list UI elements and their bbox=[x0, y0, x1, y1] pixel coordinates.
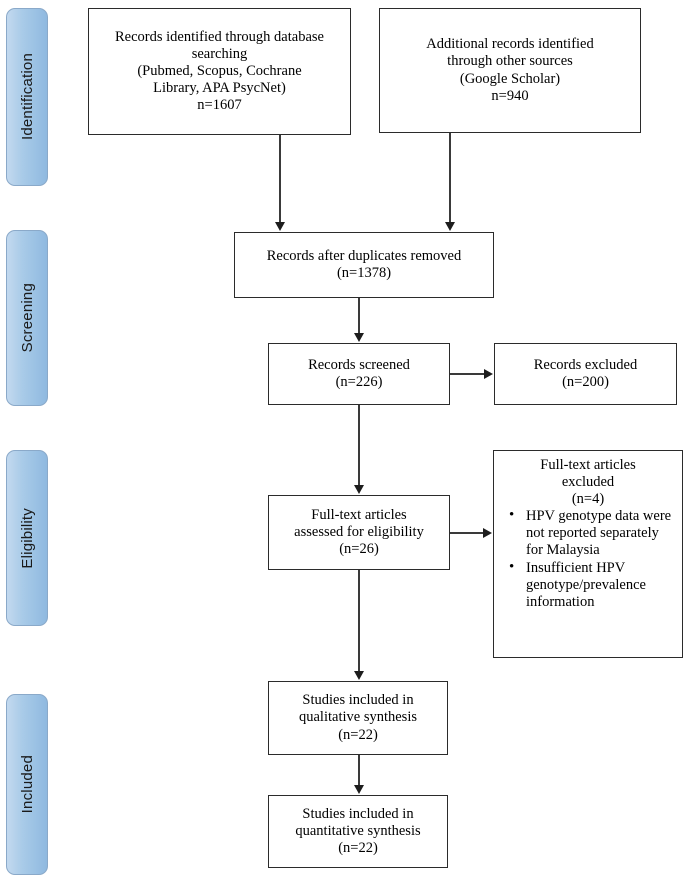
box-quantitative-synthesis: Studies included in quantitative synthes… bbox=[268, 795, 448, 868]
connector-duplicates-to-screened bbox=[358, 298, 360, 334]
box-quantitative-synthesis-text: Studies included in quantitative synthes… bbox=[295, 805, 421, 857]
box-fulltext-excluded: Full-text articles excluded (n=4) HPV ge… bbox=[493, 450, 683, 658]
box-records-after-duplicates-removed-text: Records after duplicates removed (n=1378… bbox=[266, 247, 462, 281]
arrowhead-duplicates-to-screened bbox=[354, 333, 364, 342]
box-additional-records-other-sources-text: Additional records identified through ot… bbox=[426, 36, 594, 104]
box-records-excluded-text: Records excluded (n=200) bbox=[533, 356, 638, 390]
arrowhead-fulltext-to-qualitative bbox=[354, 671, 364, 680]
box-records-screened-text: Records screened (n=226) bbox=[308, 356, 410, 390]
box-fulltext-assessed-eligibility-text: Full-text articles assessed for eligibil… bbox=[294, 506, 424, 558]
box-qualitative-synthesis: Studies included in qualitative synthesi… bbox=[268, 681, 448, 755]
arrowhead-database-to-duplicates bbox=[275, 222, 285, 231]
box-records-identified-database-text: Records identified through database sear… bbox=[115, 28, 324, 114]
connector-screened-to-fulltext bbox=[358, 405, 360, 486]
box-additional-records-other-sources: Additional records identified through ot… bbox=[379, 8, 641, 133]
stage-label-identification: Identification bbox=[18, 53, 36, 141]
box-qualitative-synthesis-text: Studies included in qualitative synthesi… bbox=[299, 692, 417, 743]
connector-other-sources-to-duplicates bbox=[449, 133, 451, 223]
box-records-excluded: Records excluded (n=200) bbox=[494, 343, 677, 405]
arrowhead-qualitative-to-quantitative bbox=[354, 785, 364, 794]
stage-label-included: Included bbox=[18, 755, 36, 814]
box-fulltext-excluded-heading: Full-text articles excluded (n=4) bbox=[540, 457, 636, 507]
arrowhead-screened-to-excluded bbox=[484, 369, 493, 379]
connector-qualitative-to-quantitative bbox=[358, 755, 360, 786]
connector-screened-to-excluded bbox=[450, 373, 485, 375]
box-records-identified-database: Records identified through database sear… bbox=[88, 8, 351, 135]
connector-fulltext-to-excluded bbox=[450, 532, 484, 534]
fulltext-excluded-reason-item: Insufficient HPV genotype/prevalence inf… bbox=[509, 559, 674, 610]
stage-label-eligibility: Eligibility bbox=[18, 507, 36, 569]
arrowhead-fulltext-to-excluded bbox=[483, 528, 492, 538]
arrowhead-other-sources-to-duplicates bbox=[445, 222, 455, 231]
box-records-after-duplicates-removed: Records after duplicates removed (n=1378… bbox=[234, 232, 494, 298]
stage-pill-eligibility: Eligibility bbox=[6, 450, 48, 626]
stage-pill-identification: Identification bbox=[6, 8, 48, 186]
fulltext-excluded-reason-list: HPV genotype data were not reported sepa… bbox=[500, 507, 676, 611]
stage-label-screening: Screening bbox=[18, 283, 36, 353]
stage-pill-included: Included bbox=[6, 694, 48, 875]
connector-fulltext-to-qualitative bbox=[358, 570, 360, 672]
arrowhead-screened-to-fulltext bbox=[354, 485, 364, 494]
box-fulltext-assessed-eligibility: Full-text articles assessed for eligibil… bbox=[268, 495, 450, 570]
box-records-screened: Records screened (n=226) bbox=[268, 343, 450, 405]
fulltext-excluded-reason-item: HPV genotype data were not reported sepa… bbox=[509, 507, 674, 558]
connector-database-to-duplicates bbox=[279, 135, 281, 223]
stage-pill-screening: Screening bbox=[6, 230, 48, 406]
